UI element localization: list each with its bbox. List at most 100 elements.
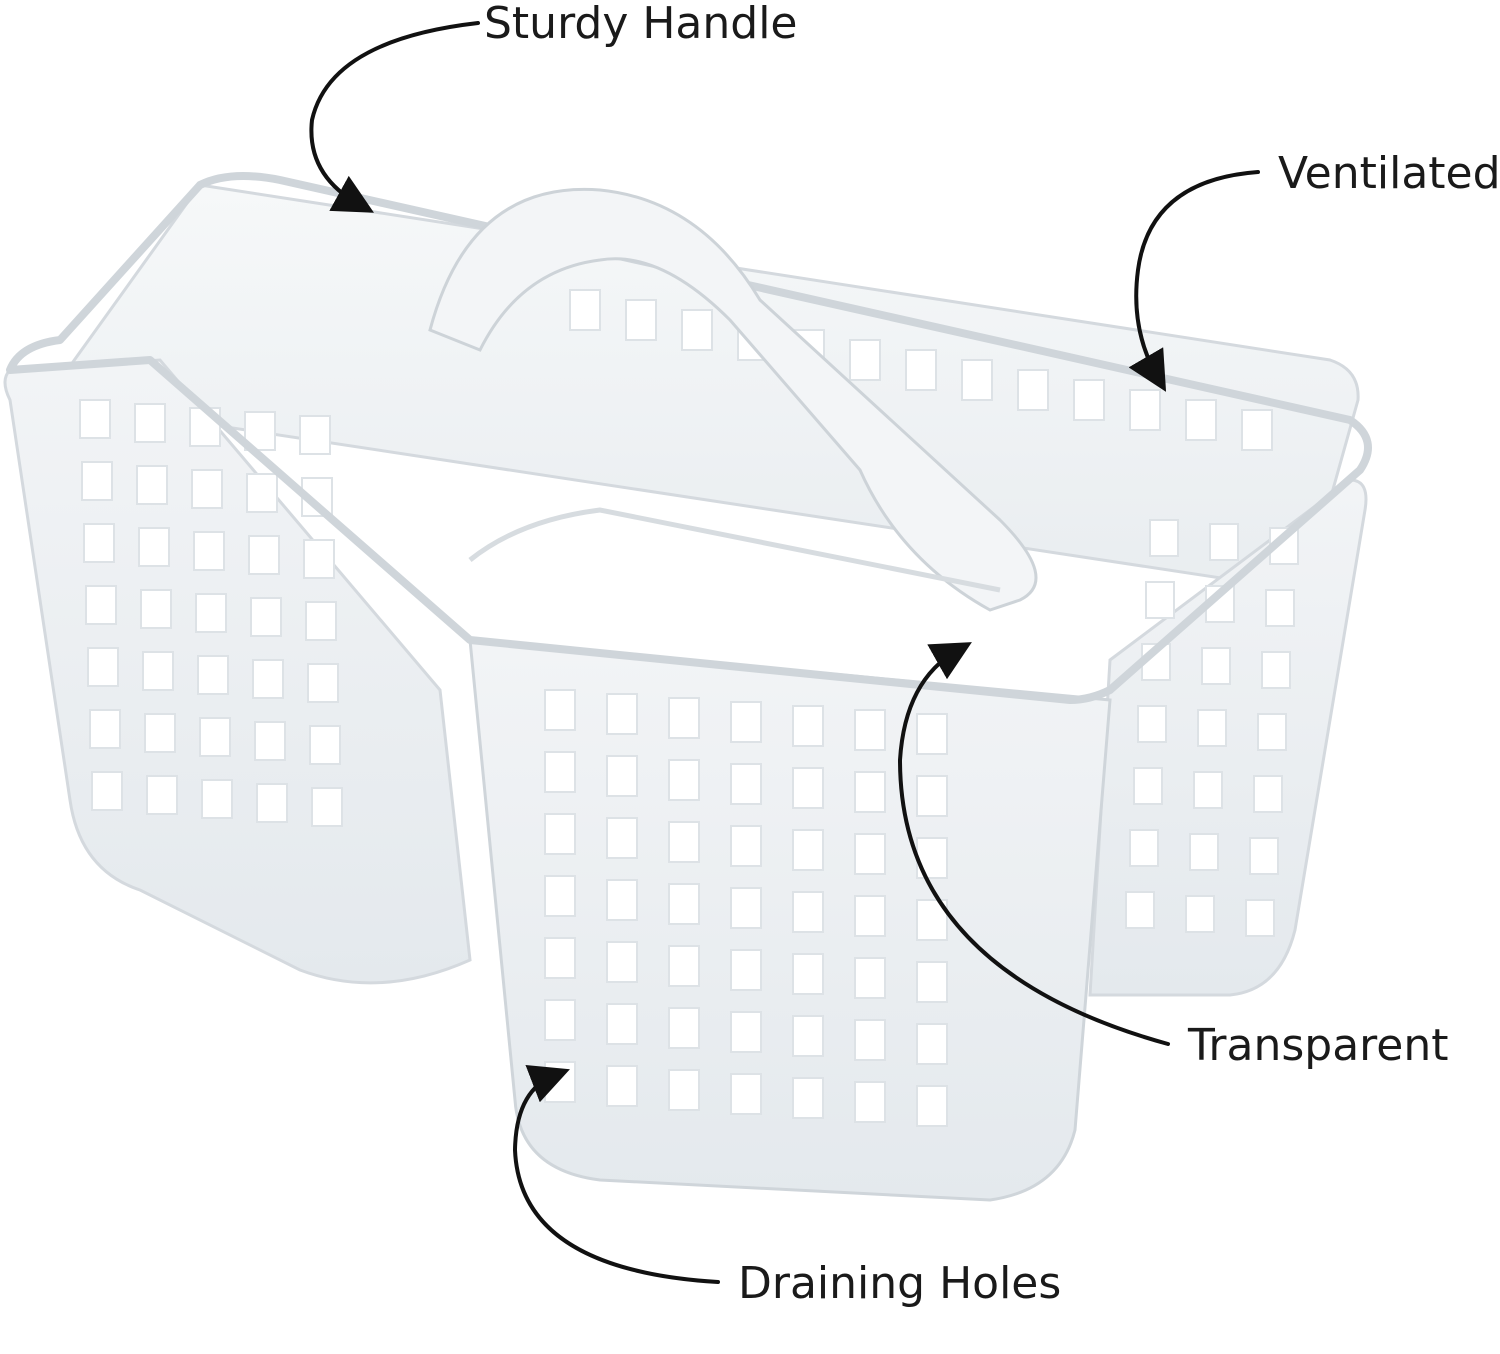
vent-hole <box>544 813 576 855</box>
vent-hole <box>792 705 824 747</box>
vent-hole <box>668 945 700 987</box>
vent-hole <box>89 709 121 749</box>
vent-hole <box>544 937 576 979</box>
vent-hole <box>191 469 223 509</box>
right-compartment <box>569 289 1368 997</box>
vent-hole <box>668 697 700 739</box>
vent-hole <box>79 399 111 439</box>
vent-hole <box>197 655 229 695</box>
vent-hole <box>544 1061 576 1103</box>
vent-hole <box>569 289 601 331</box>
vent-hole <box>254 721 286 761</box>
ventilated-arrow <box>1128 170 1260 392</box>
vent-hole <box>916 775 948 817</box>
vent-hole <box>668 883 700 925</box>
draining-holes-label: Draining Holes <box>738 1258 1062 1309</box>
ventilated-label: Ventilated <box>1278 148 1500 199</box>
vent-hole <box>854 1081 886 1123</box>
vent-hole <box>606 941 638 983</box>
vent-hole <box>246 473 278 513</box>
vent-hole <box>1189 833 1219 871</box>
vent-hole <box>91 771 123 811</box>
vent-hole <box>1245 899 1275 937</box>
vent-hole <box>668 1007 700 1049</box>
vent-hole <box>792 767 824 809</box>
vent-hole <box>1265 589 1295 627</box>
handle-arrow <box>309 21 480 213</box>
vent-hole <box>195 593 227 633</box>
vent-hole <box>606 1003 638 1045</box>
vent-hole <box>85 585 117 625</box>
vent-hole <box>1137 705 1167 743</box>
vent-hole <box>305 601 337 641</box>
vent-hole <box>83 523 115 563</box>
vent-hole <box>625 299 657 341</box>
vent-hole <box>1209 523 1239 561</box>
vent-hole <box>792 891 824 933</box>
vent-hole <box>1149 519 1179 557</box>
vent-hole <box>309 725 341 765</box>
vent-hole <box>792 953 824 995</box>
vent-hole <box>1073 379 1105 421</box>
vent-hole <box>250 597 282 637</box>
vent-hole <box>916 1023 948 1065</box>
vent-hole <box>544 689 576 731</box>
vent-hole <box>606 1065 638 1107</box>
vent-hole <box>730 1011 762 1053</box>
vent-hole <box>1017 369 1049 411</box>
vent-hole <box>730 825 762 867</box>
vent-hole <box>199 717 231 757</box>
vent-hole <box>668 821 700 863</box>
vent-hole <box>606 755 638 797</box>
vent-hole <box>792 1077 824 1119</box>
transparent-arrow <box>897 642 1170 1046</box>
vent-hole <box>854 1019 886 1061</box>
vent-hole <box>1257 713 1287 751</box>
vent-hole <box>606 817 638 859</box>
vent-hole <box>193 531 225 571</box>
vent-hole <box>916 713 948 755</box>
vent-hole <box>854 771 886 813</box>
vent-hole <box>1125 891 1155 929</box>
vent-hole <box>303 539 335 579</box>
vent-hole <box>681 309 713 351</box>
vent-hole <box>87 647 119 687</box>
vent-hole <box>544 751 576 793</box>
vent-hole <box>792 829 824 871</box>
top-rim <box>6 172 1372 704</box>
vent-hole <box>730 1073 762 1115</box>
transparent-label: Transparent <box>1188 1020 1449 1071</box>
vent-hole <box>668 759 700 801</box>
vent-hole <box>606 879 638 921</box>
vent-hole <box>144 713 176 753</box>
vent-hole <box>81 461 113 501</box>
vent-hole <box>1133 767 1163 805</box>
vent-hole <box>1193 771 1223 809</box>
vent-hole <box>311 787 343 827</box>
divider <box>468 507 1001 593</box>
vent-hole <box>792 1015 824 1057</box>
vent-hole <box>730 763 762 805</box>
vent-hole <box>256 783 288 823</box>
vent-hole <box>1185 399 1217 441</box>
vent-hole <box>668 1069 700 1111</box>
vent-hole <box>730 949 762 991</box>
vent-hole <box>134 403 166 443</box>
vent-hole <box>1249 837 1279 875</box>
vent-hole <box>1261 651 1291 689</box>
vent-hole <box>730 887 762 929</box>
handle-shape <box>428 187 1038 612</box>
vent-hole <box>916 961 948 1003</box>
vent-hole <box>248 535 280 575</box>
vent-hole <box>854 957 886 999</box>
vent-hole <box>1197 709 1227 747</box>
center-compartment <box>468 638 1112 1202</box>
vent-hole <box>916 1085 948 1127</box>
vent-hole <box>201 779 233 819</box>
vent-hole <box>730 701 762 743</box>
vent-hole <box>1129 829 1159 867</box>
vent-hole <box>1185 895 1215 933</box>
vent-hole <box>1201 647 1231 685</box>
